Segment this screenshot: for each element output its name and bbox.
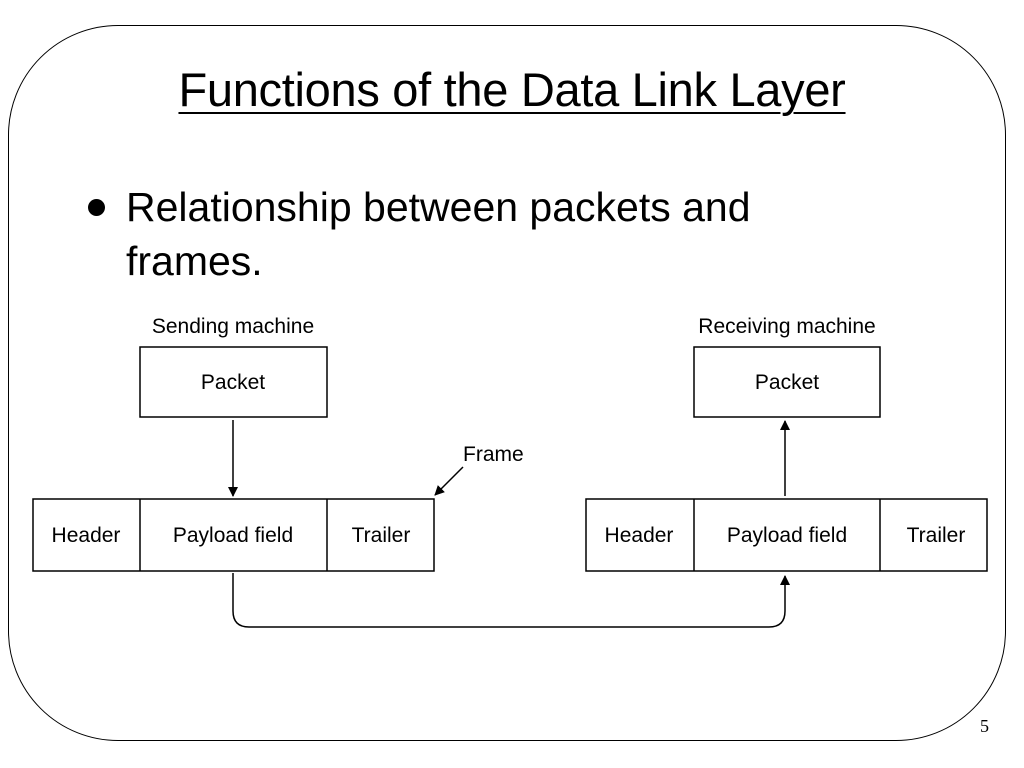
slide-frame [8, 25, 1006, 741]
receiving-machine-label: Receiving machine [698, 315, 875, 338]
receiving-frame-box [585, 498, 988, 572]
sending-payload-field: Payload field [173, 524, 293, 547]
receiving-packet-box [693, 346, 881, 418]
transmission-path-arrow [232, 573, 790, 628]
receiving-packet-label: Packet [755, 371, 819, 394]
receiving-header-field: Header [605, 524, 674, 547]
slide-title: Functions of the Data Link Layer [178, 63, 846, 116]
page-number: 5 [980, 716, 989, 736]
sending-header-field: Header [52, 524, 121, 547]
sending-machine-label: Sending machine [152, 315, 314, 338]
receiving-frame: Header Payload field Trailer [585, 498, 988, 572]
frame-callout-label: Frame [463, 443, 524, 466]
bullet-text: Relationship between packets and frames. [126, 184, 751, 284]
sending-frame: Header Payload field Trailer [32, 498, 435, 572]
sending-frame-box [32, 498, 435, 572]
frame-callout-arrow [434, 466, 464, 496]
receiving-trailer-field: Trailer [907, 524, 966, 547]
sending-packet-box [139, 346, 328, 418]
sending-trailer-field: Trailer [352, 524, 411, 547]
receiving-payload-field: Payload field [727, 524, 847, 547]
sending-packet-label: Packet [201, 371, 265, 394]
bullet-dot [88, 199, 105, 216]
